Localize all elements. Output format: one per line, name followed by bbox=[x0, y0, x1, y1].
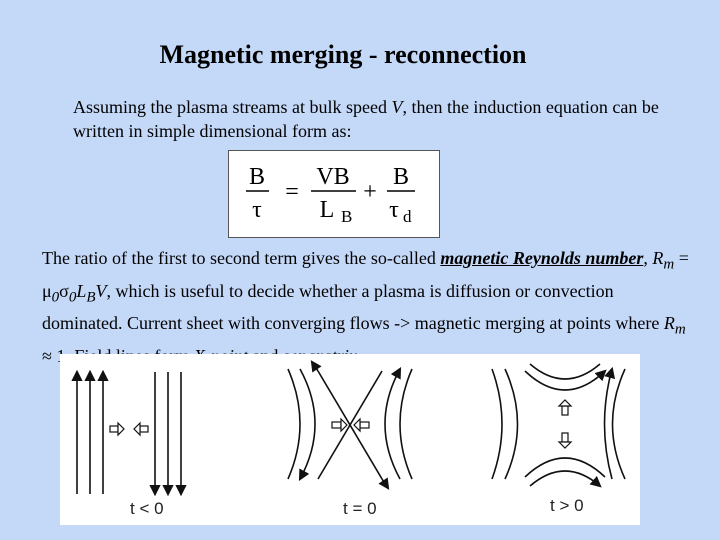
reconnected-line-bottom bbox=[529, 470, 602, 488]
field-line-curve bbox=[603, 366, 616, 480]
eq-plus: + bbox=[363, 179, 377, 205]
field-line-curve bbox=[491, 368, 503, 480]
field-line-curve bbox=[611, 368, 626, 480]
slide-title: Magnetic merging - reconnection bbox=[159, 40, 527, 69]
label-t-zero: t = 0 bbox=[343, 499, 377, 518]
reynolds-paragraph: The ratio of the first to second term gi… bbox=[42, 248, 689, 366]
field-line-curve bbox=[287, 368, 301, 480]
field-line-curve bbox=[384, 367, 402, 480]
induction-equation-box: B τ = VB L B + B τ d bbox=[228, 150, 440, 238]
reconnection-figure: t < 0 t = 0 t > 0 bbox=[60, 354, 640, 525]
field-line-curve bbox=[298, 368, 316, 481]
flow-arrow-left-icon bbox=[353, 417, 370, 433]
separatrix-line bbox=[317, 370, 383, 480]
intro-text: Assuming the plasma streams at bulk spee… bbox=[73, 97, 659, 141]
eq-equals: = bbox=[285, 179, 299, 205]
eq-term2-denominator: τ bbox=[389, 197, 399, 223]
field-line-curve bbox=[399, 368, 413, 480]
eq-lhs-numerator: B bbox=[249, 164, 265, 190]
label-t-after: t > 0 bbox=[550, 496, 584, 515]
reconnected-line-top bbox=[529, 363, 601, 380]
panel-t-before bbox=[71, 369, 187, 497]
panel-t-zero bbox=[287, 360, 413, 490]
flow-arrow-left-icon bbox=[133, 421, 149, 437]
reconnected-line-top bbox=[524, 369, 607, 391]
outflow-arrow-down-icon bbox=[557, 432, 573, 449]
field-line-curve bbox=[504, 368, 519, 480]
induction-equation: B τ = VB L B + B τ d bbox=[246, 164, 415, 226]
eq-term1-denominator: L bbox=[320, 197, 335, 223]
eq-term1-numerator: VB bbox=[316, 164, 349, 190]
eq-term2-numerator: B bbox=[393, 164, 409, 190]
eq-term2-subscript: d bbox=[403, 207, 412, 226]
label-t-before: t < 0 bbox=[130, 499, 164, 518]
reynolds-term: magnetic Reynolds number bbox=[440, 248, 644, 268]
panel-t-after bbox=[491, 363, 626, 488]
eq-term1-subscript: B bbox=[341, 207, 352, 226]
flow-arrow-right-icon bbox=[109, 421, 125, 437]
eq-lhs-denominator: τ bbox=[252, 197, 262, 223]
outflow-arrow-up-icon bbox=[557, 399, 573, 416]
reconnection-diagram: t < 0 t = 0 t > 0 bbox=[71, 360, 626, 518]
flow-arrow-right-icon bbox=[331, 417, 348, 433]
reconnected-line-bottom bbox=[524, 457, 606, 478]
